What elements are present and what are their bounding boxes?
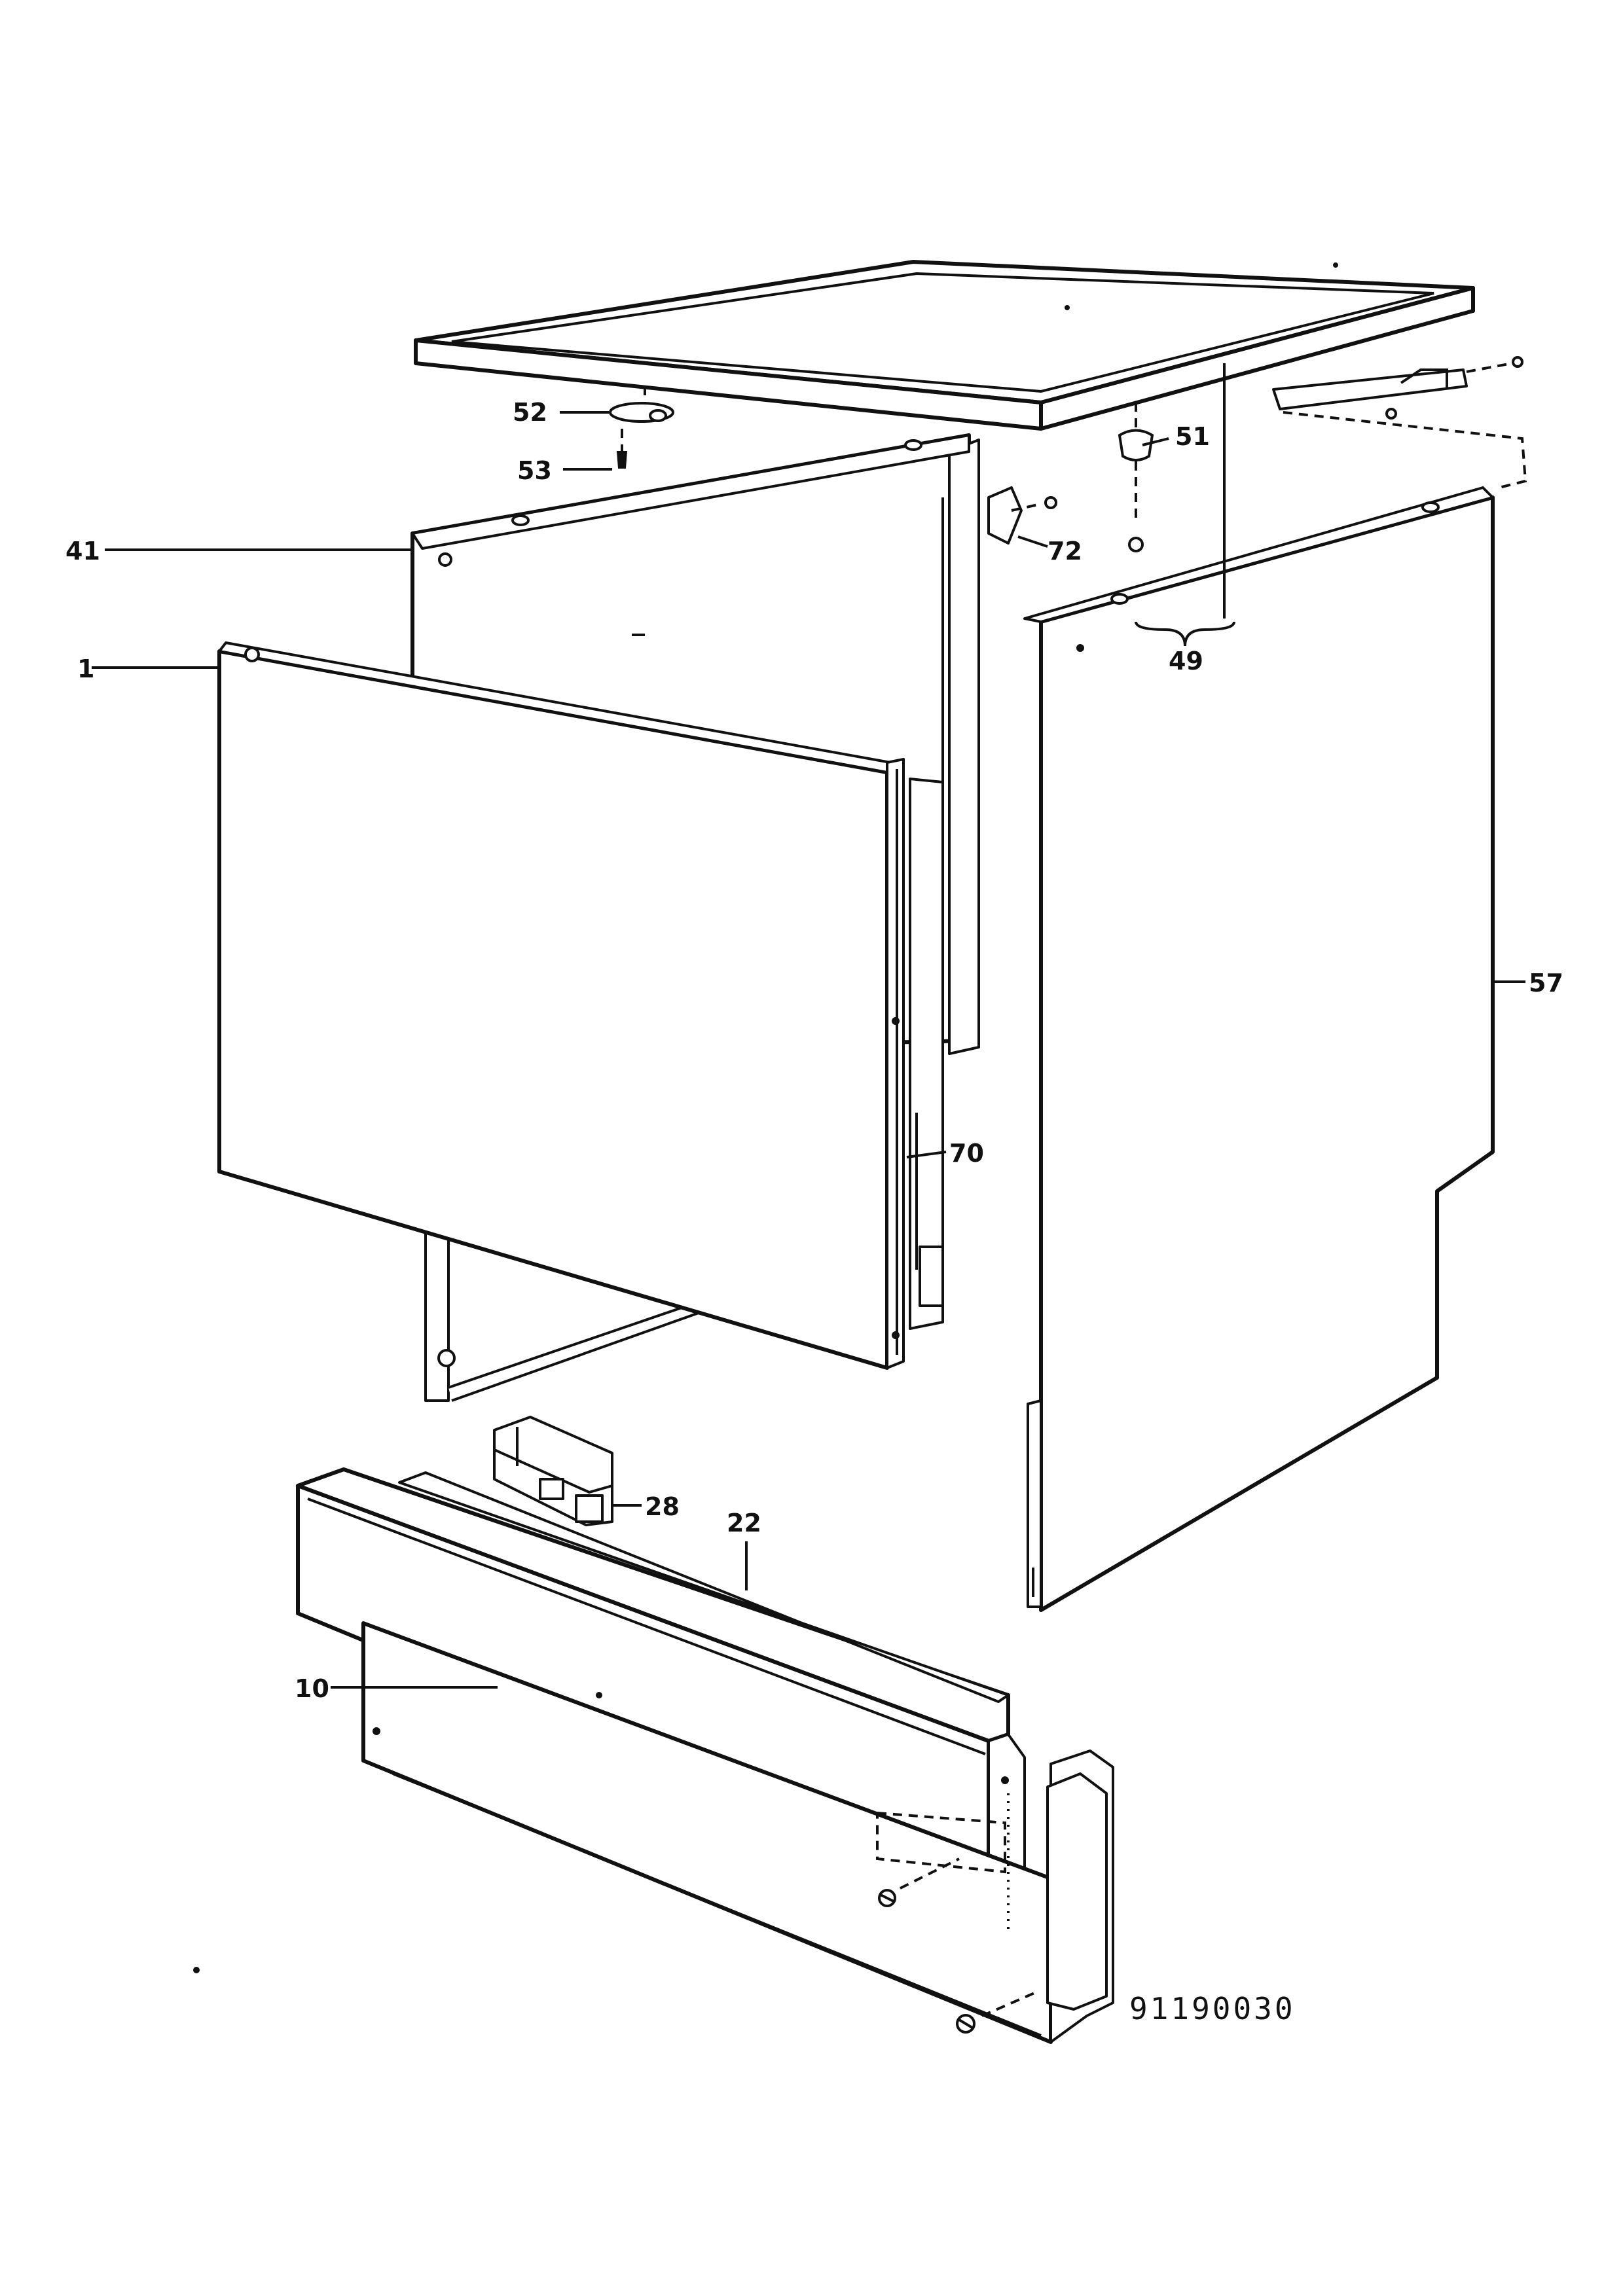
label-51: 51 bbox=[1175, 422, 1210, 451]
plinth-panel bbox=[361, 1621, 1114, 2044]
scan-specks bbox=[193, 262, 1338, 1973]
hinge-part bbox=[493, 1416, 613, 1526]
screw-lower-left bbox=[878, 1857, 960, 1907]
label-53: 53 bbox=[517, 456, 552, 485]
worktop bbox=[414, 260, 1475, 431]
label-72: 72 bbox=[1048, 537, 1082, 565]
cap-51 bbox=[1118, 403, 1154, 552]
screw-53 bbox=[616, 429, 628, 469]
label-52: 52 bbox=[513, 398, 547, 427]
door-panel bbox=[217, 641, 905, 1370]
leader-70 bbox=[906, 1151, 947, 1158]
label-49: 49 bbox=[1169, 647, 1203, 675]
label-57: 57 bbox=[1529, 969, 1563, 997]
leader-lines bbox=[92, 363, 1525, 1689]
label-10: 10 bbox=[295, 1674, 329, 1703]
bracket-52 bbox=[609, 386, 674, 423]
label-41: 41 bbox=[65, 537, 100, 565]
screw-bottom bbox=[956, 1992, 1035, 2034]
part-labels: 41 1 52 53 51 72 49 57 70 28 22 10 bbox=[65, 398, 1563, 1703]
label-1: 1 bbox=[77, 655, 94, 683]
side-panel bbox=[1023, 486, 1495, 1612]
document-number: 91190030 bbox=[1129, 1991, 1296, 2026]
label-22: 22 bbox=[727, 1509, 761, 1537]
label-70: 70 bbox=[949, 1139, 984, 1168]
leader-51 bbox=[1142, 437, 1169, 446]
label-28: 28 bbox=[645, 1492, 680, 1521]
rear-rail bbox=[1272, 356, 1527, 489]
clip-72 bbox=[987, 486, 1057, 545]
leader-72 bbox=[1017, 535, 1048, 548]
brace-49 bbox=[1135, 621, 1235, 647]
bottom-frame bbox=[424, 778, 944, 1402]
